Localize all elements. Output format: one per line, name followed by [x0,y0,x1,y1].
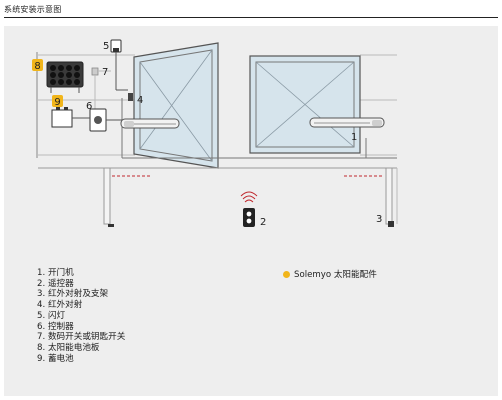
callout-1: 1 [351,132,357,143]
legend-item: 2. 遥控器 [37,278,74,289]
legend-item: 1. 开门机 [37,268,74,278]
accessory-label: Solemyo 太阳能配件 [294,270,377,280]
badge-solar [32,59,43,71]
remote-icon [240,191,258,227]
solar-panel-icon [46,61,84,93]
accessory-note: Solemyo 太阳能配件 [283,268,377,280]
legend-item: 8. 太阳能电池板 [37,342,100,353]
legend-item: 5. 闪灯 [37,310,66,321]
photocell-post-left-base [108,224,114,227]
control-box-icon [89,108,107,132]
badge-battery [52,95,63,107]
callout-3: 3 [376,214,382,225]
opener-right [309,117,385,128]
title-divider [4,17,498,18]
photocell-post-right [388,221,394,227]
legend-item: 7. 数码开关或钥匙开关 [37,332,126,343]
left-wall-edge [36,52,38,158]
legend-item: 4. 红外对射 [37,300,83,311]
callout-4: 4 [137,95,143,106]
legend-item: 6. 控制器 [37,321,74,332]
page-title: 系统安装示意图 [4,5,62,14]
callout-2: 2 [260,217,266,228]
photocell-left [128,93,133,101]
callout-5: 5 [103,41,109,52]
legend-item: 9. 蓄电池 [37,353,74,364]
flashing-light-icon [110,39,122,53]
callout-6: 6 [86,101,92,112]
keypad-icon [91,67,99,76]
legend-list: 1. 开门机 2. 遥控器 3. 红外对射及支架 4. 红外对射 5. 闪灯 6… [37,268,125,364]
opener-left [120,118,180,129]
battery-icon [51,107,73,128]
callout-7: 7 [102,67,108,78]
callout-9: 9 [54,97,60,108]
accent-dot-icon [283,270,290,278]
left-gate [133,42,219,169]
right-gate [249,55,361,154]
callout-8: 8 [34,61,40,72]
legend-item: 3. 红外对射及支架 [37,289,109,300]
background-wall [38,54,397,156]
